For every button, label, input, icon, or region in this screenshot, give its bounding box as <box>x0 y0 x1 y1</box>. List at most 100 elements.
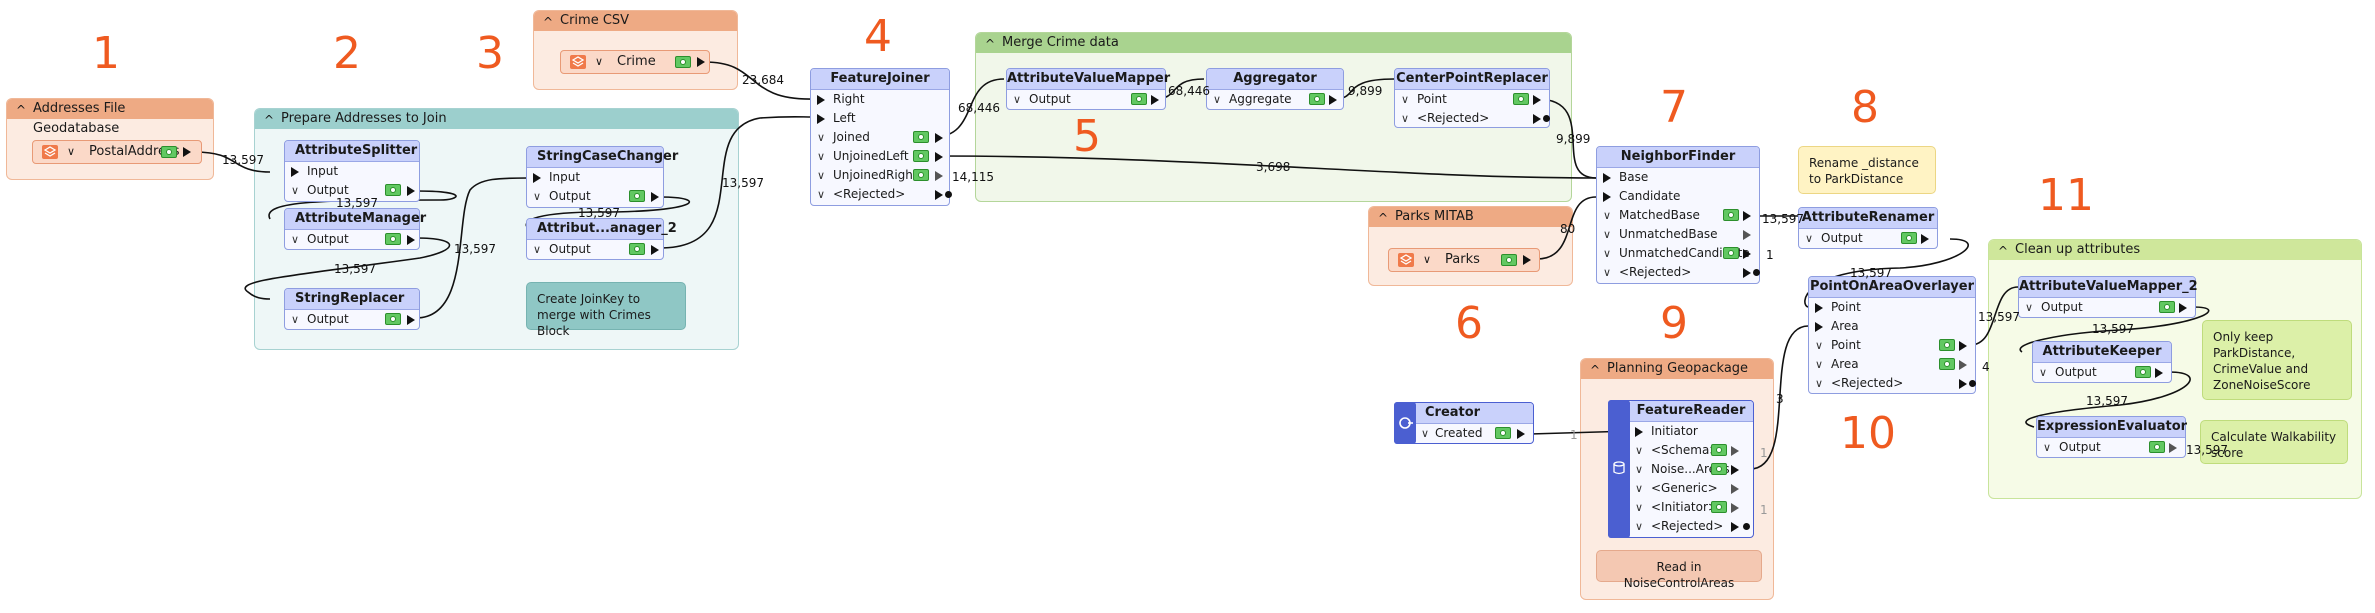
chevron-down-icon[interactable]: ∨ <box>1603 228 1612 241</box>
eye-icon[interactable] <box>1939 339 1955 351</box>
port-unmatched-candidate[interactable]: ∨UnmatchedCandidate <box>1597 244 1759 263</box>
note-only-keep[interactable]: Only keep ParkDistance, CrimeValue and Z… <box>2202 320 2352 400</box>
port-output[interactable]: ∨Output <box>1799 229 1937 248</box>
port-rejected[interactable]: ∨<Rejected> <box>1395 109 1550 128</box>
chevron-down-icon[interactable]: ∨ <box>2039 366 2048 379</box>
output-port-icon[interactable] <box>1533 95 1541 105</box>
port-right[interactable]: Right <box>811 90 949 109</box>
chevron-down-icon[interactable]: ∨ <box>1423 253 1432 266</box>
output-port-icon[interactable] <box>1151 95 1159 105</box>
eye-icon[interactable] <box>1723 209 1739 221</box>
eye-icon[interactable] <box>629 243 645 255</box>
eye-icon[interactable] <box>1939 358 1955 370</box>
port-area-output[interactable]: ∨Area <box>1809 355 1975 374</box>
chevron-down-icon[interactable]: ∨ <box>817 150 826 163</box>
eye-icon[interactable] <box>1711 501 1727 513</box>
transformer-attribute-manager-2[interactable]: Attribut...anager_2 ∨Output <box>526 218 677 260</box>
chevron-down-icon[interactable]: ∨ <box>533 243 542 256</box>
transformer-attribute-value-mapper[interactable]: AttributeValueMapper ∨Output <box>1006 68 1170 110</box>
chevron-down-icon[interactable]: ∨ <box>67 145 76 158</box>
input-port-icon[interactable] <box>1603 173 1611 183</box>
chevron-down-icon[interactable]: ∨ <box>1603 247 1612 260</box>
note-read-noise[interactable]: Read in NoiseControlAreas <box>1596 550 1762 590</box>
eye-icon[interactable] <box>1309 93 1325 105</box>
input-port-icon[interactable] <box>817 95 825 105</box>
chevron-down-icon[interactable]: ∨ <box>1603 209 1612 222</box>
transformer-attribute-splitter[interactable]: AttributeSplitter Input ∨Output <box>284 140 420 202</box>
eye-icon[interactable] <box>1495 427 1511 439</box>
port-output[interactable]: ∨Output <box>1007 90 1165 109</box>
transformer-attribute-renamer[interactable]: AttributeRenamer ∨Output <box>1798 207 1938 249</box>
port-unmatched-base[interactable]: ∨UnmatchedBase <box>1597 225 1759 244</box>
eye-icon[interactable] <box>161 146 177 158</box>
eye-icon[interactable] <box>1723 247 1739 259</box>
output-port-icon[interactable] <box>407 315 415 325</box>
transformer-name[interactable]: StringReplacer <box>285 289 419 310</box>
transformer-feature-reader[interactable]: FeatureReader Initiator ∨<Schema> ∨Noise… <box>1608 400 1754 538</box>
transformer-name[interactable]: NeighborFinder <box>1597 147 1759 168</box>
chevron-down-icon[interactable]: ∨ <box>1013 93 1022 106</box>
port-unjoined-right[interactable]: ∨UnjoinedRight <box>811 166 949 185</box>
eye-icon[interactable] <box>913 169 929 181</box>
transformer-string-case-changer[interactable]: StringCaseChanger Input ∨Output <box>526 146 678 208</box>
eye-icon[interactable] <box>1501 254 1517 266</box>
eye-icon[interactable] <box>385 184 401 196</box>
output-port-icon[interactable] <box>1329 95 1337 105</box>
input-port-icon[interactable] <box>1815 322 1823 332</box>
eye-icon[interactable] <box>385 313 401 325</box>
port-initiator-output[interactable]: ∨<Initiator> <box>1629 498 1753 517</box>
transformer-name[interactable]: CenterPointReplacer <box>1395 69 1549 90</box>
output-port-icon[interactable] <box>1921 234 1929 244</box>
chevron-down-icon[interactable]: ∨ <box>1815 339 1824 352</box>
transformer-name[interactable]: PointOnAreaOverlayer <box>1809 277 1975 298</box>
input-port-icon[interactable] <box>1815 303 1823 313</box>
output-port-icon[interactable] <box>1533 114 1541 124</box>
output-port-icon[interactable] <box>1523 255 1531 265</box>
chevron-down-icon[interactable]: ∨ <box>817 169 826 182</box>
chevron-down-icon[interactable]: ∨ <box>2025 301 2034 314</box>
transformer-name[interactable]: StringCaseChanger <box>527 147 678 168</box>
port-initiator[interactable]: Initiator <box>1629 422 1753 441</box>
transformer-name[interactable]: AttributeValueMapper_2 <box>2019 277 2198 298</box>
transformer-attribute-manager[interactable]: AttributeManager ∨Output <box>284 208 426 250</box>
note-rename-distance[interactable]: Rename _distance to ParkDistance <box>1798 146 1936 194</box>
transformer-name[interactable]: AttributeManager <box>285 209 426 230</box>
transformer-neighbor-finder[interactable]: NeighborFinder Base Candidate ∨MatchedBa… <box>1596 146 1760 284</box>
port-rejected[interactable]: ∨<Rejected> <box>811 185 952 204</box>
output-port-icon[interactable] <box>1731 465 1739 475</box>
output-port-icon[interactable] <box>1731 484 1739 494</box>
output-port-icon[interactable] <box>935 171 943 181</box>
port-output[interactable]: ∨Output <box>2019 298 2195 317</box>
chevron-down-icon[interactable]: ∨ <box>1635 501 1644 514</box>
eye-icon[interactable] <box>675 56 691 68</box>
output-port-icon[interactable] <box>1743 211 1751 221</box>
eye-icon[interactable] <box>629 190 645 202</box>
output-port-icon[interactable] <box>651 192 659 202</box>
port-point[interactable]: ∨Point <box>1395 90 1549 109</box>
transformer-name[interactable]: AttributeRenamer <box>1799 208 1937 229</box>
chevron-down-icon[interactable]: ∨ <box>291 313 300 326</box>
transformer-string-replacer[interactable]: StringReplacer ∨Output <box>284 288 420 330</box>
chevron-down-icon[interactable]: ∨ <box>1603 266 1612 279</box>
eye-icon[interactable] <box>1131 93 1147 105</box>
transformer-name[interactable]: FeatureReader <box>1629 401 1753 422</box>
port-output[interactable]: ∨Output <box>2037 438 2185 457</box>
chevron-down-icon[interactable]: ∨ <box>1421 427 1430 440</box>
eye-icon[interactable] <box>1901 232 1917 244</box>
bookmark-prepare-title[interactable]: Prepare Addresses to Join <box>255 109 738 130</box>
bookmark-addresses-title[interactable]: Addresses File Geodatabase <box>7 99 213 136</box>
output-port-icon[interactable] <box>697 57 705 67</box>
eye-icon[interactable] <box>913 131 929 143</box>
eye-icon[interactable] <box>1711 463 1727 475</box>
port-rejected[interactable]: ∨<Rejected> <box>1597 263 1760 282</box>
transformer-name[interactable]: AttributeSplitter <box>285 141 419 162</box>
output-port-icon[interactable] <box>935 133 943 143</box>
transformer-name[interactable]: FeatureJoiner <box>811 69 949 90</box>
eye-icon[interactable] <box>2159 301 2175 313</box>
input-port-icon[interactable] <box>1603 192 1611 202</box>
chevron-down-icon[interactable]: ∨ <box>2043 441 2052 454</box>
transformer-attribute-keeper[interactable]: AttributeKeeper ∨Output <box>2032 341 2172 383</box>
chevron-down-icon[interactable]: ∨ <box>1815 377 1824 390</box>
port-matched-base[interactable]: ∨MatchedBase <box>1597 206 1759 225</box>
output-port-icon[interactable] <box>1731 446 1739 456</box>
